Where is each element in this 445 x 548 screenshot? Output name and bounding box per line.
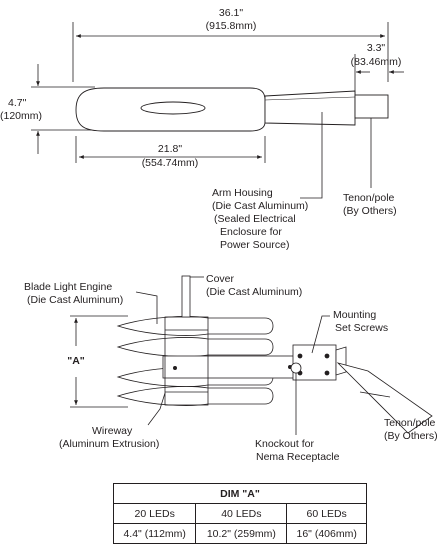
dim-a-dimension (70, 315, 128, 408)
svg-text:Mounting: Mounting (333, 309, 376, 321)
cover-label: Cover (Die Cast Aluminum) (206, 273, 302, 298)
housing-top-view (75, 87, 389, 132)
housing-length-dimension (75, 136, 266, 163)
tenon-pole-label-top: Tenon/pole (By Others) (343, 192, 397, 217)
housing-length-imperial: 21.8" (158, 143, 182, 155)
height-dimension (31, 64, 95, 154)
dim-table-value-60: 16" (406mm) (286, 523, 367, 544)
svg-text:Wireway: Wireway (92, 425, 133, 437)
tenon-offset-imperial: 3.3" (367, 42, 386, 54)
svg-text:(Die Cast Aluminum): (Die Cast Aluminum) (27, 294, 123, 306)
tenon-pole-leader-bottom (359, 391, 391, 398)
overall-length-metric: (915.8mm) (206, 20, 257, 32)
tenon-bottom-view (336, 362, 433, 434)
overall-length-dimension (72, 22, 389, 82)
mounting-leader (311, 315, 330, 354)
dim-table-header-20: 20 LEDs (112, 503, 197, 524)
blade-light-engine-label: Blade Light Engine (Die Cast Aluminum) (24, 281, 123, 306)
wireway-leader (147, 392, 166, 426)
housing-length-metric: (554.74mm) (142, 157, 199, 169)
blade-light-engine-leader (135, 291, 158, 324)
knockout-label: Knockout for Nema Receptacle (255, 438, 340, 463)
svg-text:Blade Light Engine: Blade Light Engine (24, 281, 112, 293)
dim-table-header-60: 60 LEDs (286, 503, 367, 524)
arm-housing-label: Arm Housing (Die Cast Aluminum) (Sealed … (212, 187, 308, 251)
svg-text:Knockout for: Knockout for (255, 438, 314, 450)
svg-text:(By Others): (By Others) (343, 205, 397, 217)
dim-table-value-20: 4.4" (112mm) (112, 523, 197, 544)
svg-text:Enclosure for: Enclosure for (220, 226, 282, 238)
svg-text:(Aluminum Extrusion): (Aluminum Extrusion) (59, 438, 159, 450)
svg-text:Power Source): Power Source) (220, 239, 289, 251)
height-imperial: 4.7" (8, 97, 27, 109)
dim-a-label: "A" (67, 355, 85, 367)
dim-table-header-40: 40 LEDs (195, 503, 288, 524)
knockout-circle (290, 362, 302, 374)
svg-text:Nema Receptacle: Nema Receptacle (256, 451, 340, 463)
svg-text:(Die Cast Aluminum): (Die Cast Aluminum) (212, 200, 308, 212)
mounting-label: Mounting Set Screws (333, 309, 388, 334)
tenon-offset-metric: (83.46mm) (351, 56, 402, 68)
tenon-pole-label-bottom: Tenon/pole (By Others) (384, 417, 438, 442)
svg-text:Arm Housing: Arm Housing (212, 187, 273, 199)
dim-a-table: DIM "A" 20 LEDs 40 LEDs 60 LEDs 4.4" (11… (112, 483, 367, 544)
overall-length-imperial: 36.1" (219, 7, 243, 19)
tenon-offset-dimension (354, 54, 404, 95)
dim-a-table-title: DIM "A" (113, 483, 367, 504)
dim-table-value-40: 10.2" (259mm) (195, 523, 288, 544)
svg-text:(By Others): (By Others) (384, 430, 438, 442)
cover-plate (181, 275, 191, 318)
wireway-label: Wireway (Aluminum Extrusion) (59, 425, 159, 450)
svg-text:Tenon/pole: Tenon/pole (384, 417, 436, 429)
svg-text:Cover: Cover (206, 273, 235, 285)
arm-housing-leader (300, 112, 323, 199)
svg-text:Set Screws: Set Screws (335, 322, 388, 334)
svg-text:Tenon/pole: Tenon/pole (343, 192, 395, 204)
svg-text:(Sealed Electrical: (Sealed Electrical (214, 213, 296, 225)
height-metric: (120mm) (0, 110, 42, 122)
svg-text:(Die Cast Aluminum): (Die Cast Aluminum) (206, 286, 302, 298)
